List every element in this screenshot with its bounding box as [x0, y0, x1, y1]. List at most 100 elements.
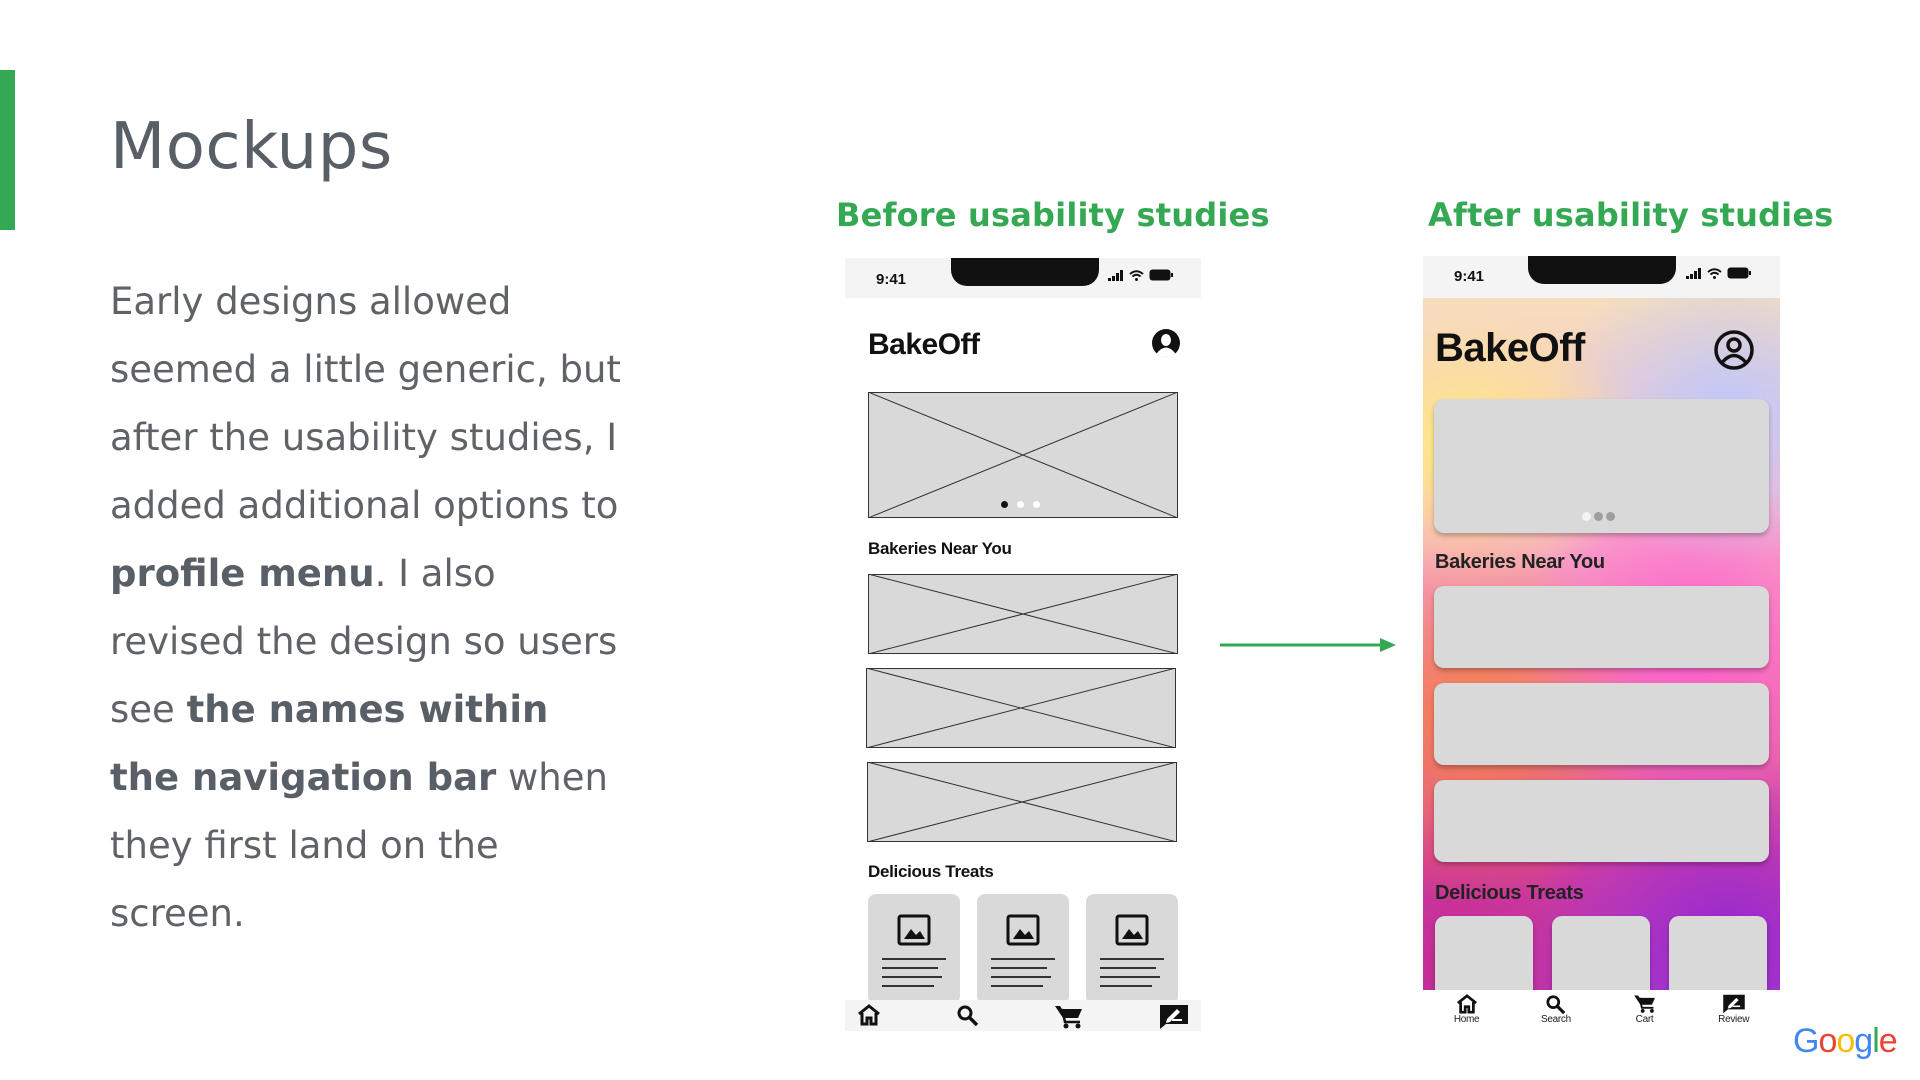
carousel-dot-active	[1001, 501, 1008, 508]
profile-icon[interactable]	[1713, 329, 1755, 371]
logo-letter: e	[1878, 1022, 1898, 1060]
status-bar: 9:41	[1423, 256, 1780, 298]
status-time: 9:41	[1454, 268, 1485, 285]
placeholder-cross	[868, 574, 1178, 654]
logo-letter: G	[1793, 1022, 1819, 1060]
home-icon	[858, 1004, 880, 1026]
arrow-right-icon	[1220, 638, 1396, 652]
body-segment-bold: the names within the navigation bar	[110, 688, 549, 799]
cart-icon	[1633, 995, 1655, 1013]
section-title-bakeries: Bakeries Near You	[868, 539, 1012, 558]
tab-home[interactable]: Home	[1453, 994, 1480, 1025]
text-line	[882, 976, 942, 978]
image-icon	[1115, 914, 1149, 946]
tab-search[interactable]	[946, 1000, 990, 1030]
image-icon	[1006, 914, 1040, 946]
home-icon	[1456, 994, 1477, 1014]
treat-card[interactable]	[977, 894, 1069, 1004]
bakery-card[interactable]	[1434, 780, 1769, 862]
battery-icon	[1727, 267, 1751, 279]
wifi-icon	[1129, 269, 1144, 281]
accent-bar	[0, 70, 15, 230]
carousel-dot	[1606, 512, 1615, 521]
signal-icon	[1686, 267, 1701, 279]
text-line	[991, 958, 1055, 960]
signal-icon	[1108, 269, 1123, 281]
tab-label: Home	[1453, 1014, 1480, 1025]
carousel-dot-active	[1582, 512, 1591, 521]
tab-bar: Home Search Cart Review	[1423, 990, 1780, 1031]
tab-home[interactable]	[847, 1000, 891, 1030]
phone-before: 9:41 BakeOff Bakeries Near You Delicious…	[845, 258, 1201, 1031]
carousel-card[interactable]	[1434, 399, 1769, 533]
text-line	[1100, 958, 1164, 960]
status-icons	[1686, 267, 1751, 279]
placeholder-cross	[868, 392, 1178, 518]
text-line	[1100, 985, 1152, 987]
treat-card[interactable]	[868, 894, 960, 1004]
app-title: BakeOff	[868, 328, 980, 361]
bakery-placeholder[interactable]	[866, 668, 1176, 748]
phone-after: 9:41 BakeOff Bakeries Near You Delicious…	[1423, 256, 1780, 1031]
treat-card[interactable]	[1086, 894, 1178, 1004]
bakery-placeholder[interactable]	[867, 762, 1177, 842]
carousel-dot	[1594, 512, 1603, 521]
carousel-dot	[1033, 501, 1040, 508]
text-line	[991, 985, 1043, 987]
tab-cart[interactable]	[1044, 1000, 1094, 1031]
body-segment: . I also revised the design so users see	[110, 552, 618, 731]
logo-letter: o	[1818, 1022, 1837, 1060]
bakery-card[interactable]	[1434, 683, 1769, 765]
bakery-card[interactable]	[1434, 586, 1769, 668]
carousel-dots	[1001, 501, 1040, 508]
tab-review[interactable]	[1149, 1000, 1199, 1031]
carousel-dot	[1017, 501, 1024, 508]
wifi-icon	[1707, 267, 1722, 279]
notch	[951, 258, 1099, 286]
image-icon	[897, 914, 931, 946]
section-title-treats: Delicious Treats	[1435, 882, 1584, 904]
logo-letter: g	[1854, 1022, 1873, 1060]
battery-icon	[1149, 269, 1173, 281]
tab-search[interactable]: Search	[1541, 994, 1571, 1025]
review-icon	[1159, 1005, 1188, 1029]
text-line	[882, 958, 946, 960]
google-logo: Google	[1793, 1022, 1898, 1061]
search-icon	[1546, 995, 1566, 1014]
text-line	[882, 967, 938, 969]
tab-cart[interactable]: Cart	[1633, 994, 1657, 1025]
text-line	[991, 976, 1051, 978]
body-segment-bold: profile menu	[110, 552, 375, 595]
placeholder-cross	[866, 668, 1176, 748]
carousel-placeholder[interactable]	[868, 392, 1178, 518]
body-segment: Early designs allowed seemed a little ge…	[110, 280, 621, 527]
text-line	[1100, 976, 1160, 978]
notch	[1528, 256, 1676, 284]
text-line	[882, 985, 934, 987]
status-time: 9:41	[876, 271, 907, 288]
tab-label: Search	[1540, 1014, 1571, 1025]
status-bar: 9:41	[845, 258, 1201, 298]
slide-title: Mockups	[110, 110, 393, 184]
body-segment: when they first land on the screen.	[110, 756, 608, 935]
tab-label: Review	[1718, 1014, 1750, 1025]
app-title: BakeOff	[1435, 326, 1585, 370]
text-line	[991, 967, 1047, 969]
logo-letter: o	[1836, 1022, 1855, 1060]
logo-letter: l	[1872, 1022, 1880, 1060]
placeholder-cross	[867, 762, 1177, 842]
bakery-placeholder[interactable]	[868, 574, 1178, 654]
review-icon	[1722, 994, 1745, 1014]
profile-icon[interactable]	[1151, 328, 1181, 358]
label-before: Before usability studies	[836, 196, 1270, 234]
carousel-dots	[1582, 512, 1615, 521]
label-after: After usability studies	[1428, 196, 1834, 234]
section-title-bakeries: Bakeries Near You	[1435, 551, 1605, 573]
text-line	[1100, 967, 1156, 969]
tab-label: Cart	[1635, 1014, 1654, 1025]
tab-bar	[845, 1000, 1201, 1031]
tab-review[interactable]: Review	[1718, 994, 1749, 1025]
status-icons	[1108, 269, 1173, 281]
section-title-treats: Delicious Treats	[868, 862, 994, 881]
cart-icon	[1055, 1006, 1083, 1029]
